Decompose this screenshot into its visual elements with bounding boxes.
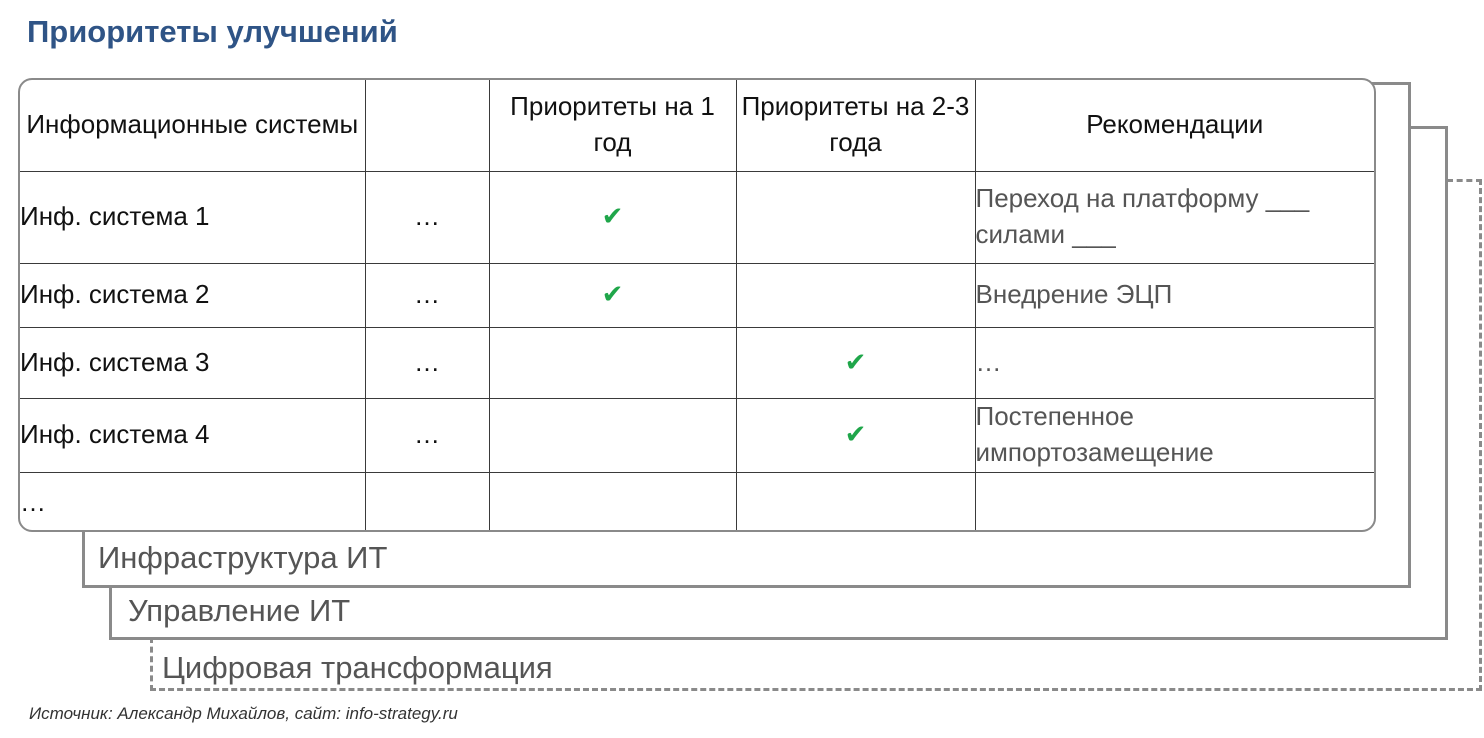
row-ellipsis: …: [364, 170, 490, 264]
row-recommendation: Переход на платформу ___ силами ___: [974, 170, 1374, 264]
priorities-table: Информационные системы Приоритеты на 1 г…: [18, 78, 1376, 532]
row-recommendation: Внедрение ЭЦП: [974, 262, 1374, 328]
layer-digital-top-edge: [1447, 179, 1482, 182]
layer-management-label: Управление ИТ: [128, 593, 351, 628]
row-recommendation: [974, 471, 1374, 530]
source-caption: Источник: Александр Михайлов, сайт: info…: [29, 704, 458, 723]
row-recommendation: …: [974, 326, 1374, 399]
layer-infra-label: Инфраструктура ИТ: [98, 540, 388, 575]
check-icon: ✔: [488, 262, 737, 328]
row-system-name: …: [20, 471, 366, 530]
header-recommendations: Рекомендации: [974, 80, 1374, 172]
layer-digital-left-edge: [150, 637, 153, 691]
header-info-systems: Информационные системы: [20, 80, 366, 172]
header-blank: [364, 80, 490, 172]
table-row: …: [20, 471, 1374, 530]
table-header-row: Информационные системы Приоритеты на 1 г…: [20, 80, 1374, 172]
table-row: Инф. система 1 … ✔ Переход на платформу …: [20, 170, 1374, 264]
row-system-name: Инф. система 2: [20, 262, 366, 328]
page-title: Приоритеты улучшений: [27, 14, 398, 49]
row-recommendation: Постепенное импортозамещение: [974, 397, 1374, 473]
check-icon: ✔: [488, 170, 737, 264]
check-icon: ✔: [735, 326, 976, 399]
row-ellipsis: …: [364, 262, 490, 328]
row-priority-1y: [488, 471, 737, 530]
row-ellipsis: …: [364, 397, 490, 473]
row-system-name: Инф. система 4: [20, 397, 366, 473]
table-row: Инф. система 2 … ✔ Внедрение ЭЦП: [20, 262, 1374, 328]
row-priority-1y: [488, 326, 737, 399]
row-ellipsis: [364, 471, 490, 530]
table-row: Инф. система 3 … ✔ …: [20, 326, 1374, 399]
header-priorities-2-3y: Приоритеты на 2-3 года: [735, 80, 976, 172]
layer-digital-label: Цифровая трансформация: [162, 650, 553, 685]
row-priority-1y: [488, 397, 737, 473]
header-priorities-1y: Приоритеты на 1 год: [488, 80, 737, 172]
row-priority-2-3y: [735, 262, 976, 328]
row-ellipsis: …: [364, 326, 490, 399]
check-icon: ✔: [735, 397, 976, 473]
row-priority-2-3y: [735, 170, 976, 264]
table-row: Инф. система 4 … ✔ Постепенное импортоза…: [20, 397, 1374, 473]
row-priority-2-3y: [735, 471, 976, 530]
row-system-name: Инф. система 1: [20, 170, 366, 264]
row-system-name: Инф. система 3: [20, 326, 366, 399]
